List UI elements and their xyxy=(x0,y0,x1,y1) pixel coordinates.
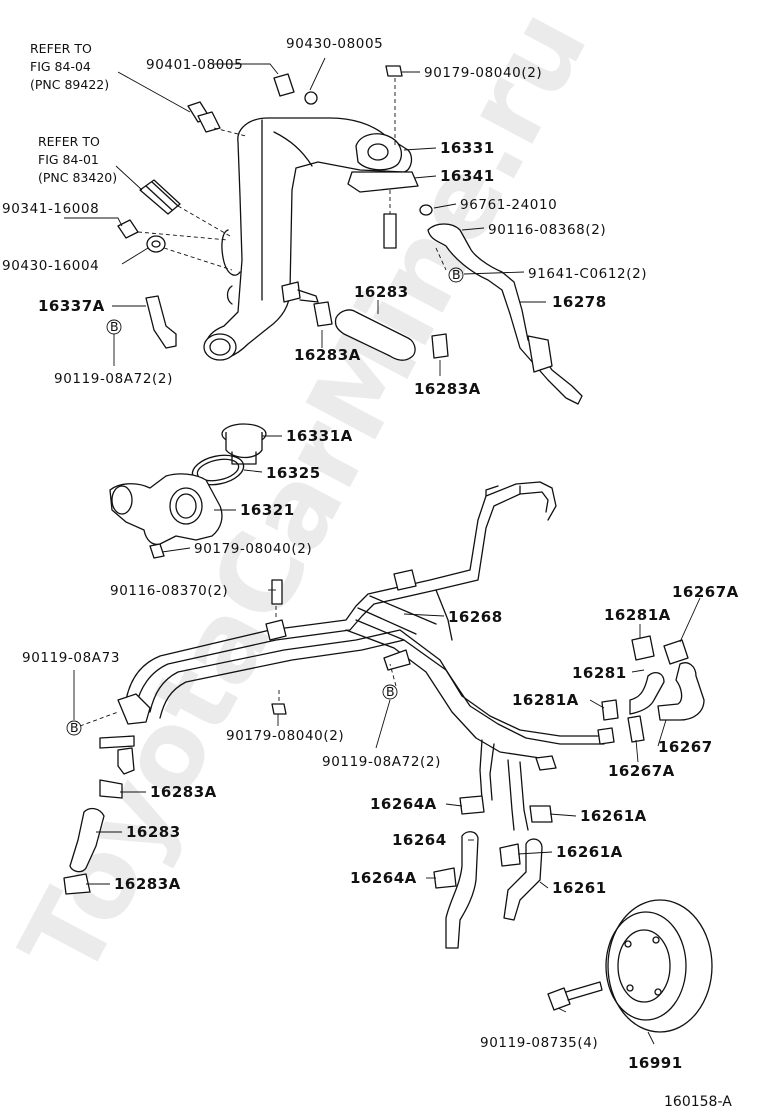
pipe-assembly-16268 xyxy=(99,481,615,831)
part-label: 16321 xyxy=(240,501,295,519)
part-label: 90119-08735(4) xyxy=(480,1035,598,1051)
callout-b-top-left: B xyxy=(106,319,122,335)
callout-b-mid-center: B xyxy=(382,684,398,700)
stud-90116-08370 xyxy=(271,579,283,605)
part-label: 16283 xyxy=(126,823,181,841)
bracket-16337a xyxy=(145,295,177,349)
part-label: 16267 xyxy=(658,738,713,756)
water-outlet-housing xyxy=(203,117,419,361)
part-label: 90430-08005 xyxy=(286,36,383,52)
callout-b-mid-left: B xyxy=(66,720,82,736)
part-label: 90179-08040(2) xyxy=(424,65,542,81)
part-label: 90119-08A72(2) xyxy=(322,754,441,770)
hose-16283-bottom xyxy=(63,779,123,895)
part-label: 16267A xyxy=(608,762,675,780)
hose-16283-top xyxy=(313,301,449,361)
part-label: 16264 xyxy=(392,831,447,849)
part-label: 16341 xyxy=(440,167,495,185)
leader-lines xyxy=(64,57,701,1045)
thermostat-16331a xyxy=(221,423,267,465)
part-labels: 90401-08005 90430-08005 90179-08040(2) 1… xyxy=(2,36,739,1072)
part-label: 16261 xyxy=(552,879,607,897)
part-label: 16283A xyxy=(414,380,481,398)
part-label: 90430-16004 xyxy=(2,258,99,274)
part-label: 16991 xyxy=(628,1054,683,1072)
reference-note-1: REFER TO FIG 84-04 (PNC 89422) xyxy=(30,41,109,92)
bolt-top xyxy=(385,65,403,148)
gasket-90430 xyxy=(146,235,166,253)
reference-line: (PNC 89422) xyxy=(30,77,109,92)
hose-16261 xyxy=(499,805,553,921)
part-label: 16261A xyxy=(580,807,647,825)
plug-90341 xyxy=(117,219,139,239)
callout-b-text: B xyxy=(70,720,79,735)
part-label: 16268 xyxy=(448,608,503,626)
callout-b-text: B xyxy=(452,267,461,282)
part-label: 90179-08040(2) xyxy=(194,541,312,557)
pulley-16991 xyxy=(605,899,713,1033)
hose-16267 xyxy=(627,639,705,743)
hose-16264 xyxy=(433,795,485,949)
part-label: 16281 xyxy=(572,664,627,682)
hose-16281 xyxy=(601,635,665,721)
part-label: 16261A xyxy=(556,843,623,861)
plug-90430-08005-parts xyxy=(273,73,318,105)
switch-part xyxy=(139,179,181,215)
part-label: 90401-08005 xyxy=(146,57,243,73)
callout-b-top-right: B xyxy=(448,267,464,283)
pipe-16278 xyxy=(427,223,583,405)
part-label: 16267A xyxy=(672,583,739,601)
part-label: 91641-C0612(2) xyxy=(528,266,647,282)
part-label: 16283A xyxy=(114,875,181,893)
bolt-90119-08735 xyxy=(547,981,603,1011)
reference-line: FIG 84-01 xyxy=(38,152,99,167)
reference-note-2: REFER TO FIG 84-01 (PNC 83420) xyxy=(38,134,117,185)
part-label: 16283 xyxy=(354,283,409,301)
part-label: 16331A xyxy=(286,427,353,445)
part-label: 16337A xyxy=(38,297,105,315)
part-label: 16283A xyxy=(150,783,217,801)
part-label: 90119-08A73 xyxy=(22,650,120,666)
figure-code: 160158-A xyxy=(664,1094,732,1110)
reference-line: (PNC 83420) xyxy=(38,170,117,185)
part-label: 90116-08368(2) xyxy=(488,222,606,238)
part-label: 16281A xyxy=(604,606,671,624)
nut-90179-low xyxy=(271,690,287,715)
water-inlet-16321 xyxy=(109,473,223,559)
part-label: 90119-08A72(2) xyxy=(54,371,173,387)
callout-b-text: B xyxy=(110,319,119,334)
part-label: 90116-08370(2) xyxy=(110,583,228,599)
part-label: 16264A xyxy=(350,869,417,887)
part-label: 90179-08040(2) xyxy=(226,728,344,744)
sender-unit xyxy=(187,101,221,133)
part-label: 16281A xyxy=(512,691,579,709)
part-label: 16264A xyxy=(370,795,437,813)
callout-b-text: B xyxy=(386,684,395,699)
reference-line: FIG 84-04 xyxy=(30,59,91,74)
part-label: 16331 xyxy=(440,139,495,157)
stud-and-small-gasket xyxy=(383,204,433,249)
part-label: 16278 xyxy=(552,293,607,311)
part-label: 90341-16008 xyxy=(2,201,99,217)
reference-line: REFER TO xyxy=(30,41,92,56)
part-label: 16325 xyxy=(266,464,321,482)
reference-line: REFER TO xyxy=(38,134,100,149)
part-label: 16283A xyxy=(294,346,361,364)
part-label: 96761-24010 xyxy=(460,197,557,213)
